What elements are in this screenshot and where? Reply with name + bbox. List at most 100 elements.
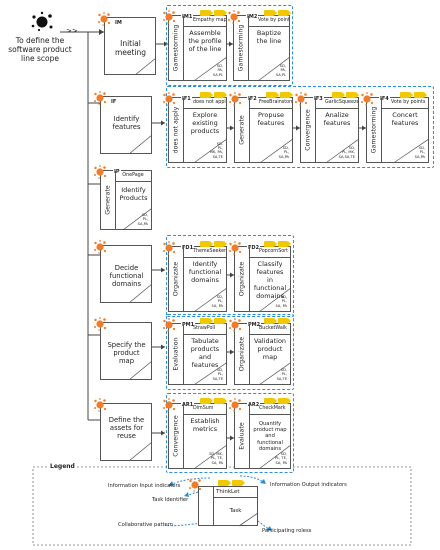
legend-roles-label: Participating roless — [262, 528, 312, 534]
pattern-column: Gamestorming — [367, 98, 382, 162]
task-identify-products[interactable]: IP Generate OnePage Identify Products SD… — [100, 169, 153, 231]
thinklet-id: IF4 — [379, 96, 390, 102]
roles: SD, PL, SA,PA — [414, 146, 425, 159]
pattern-column: Convergence — [169, 404, 184, 468]
group-assets-reuse — [166, 393, 294, 473]
goal-title: To define the software product line scop… — [8, 36, 72, 63]
thinklet-id: FD2 — [247, 245, 261, 251]
thinklet-title: Classify features in functional domains — [253, 260, 287, 300]
pattern-label: Organizate — [238, 336, 246, 372]
thinklet-id: IM1 — [181, 14, 194, 20]
thinklet-id: AR2 — [247, 402, 261, 408]
thinklet-if4[interactable]: IF4 Gamestorming Vote by points Concert … — [366, 96, 430, 164]
pattern-column: Generate — [101, 171, 116, 229]
pattern-column: Evaluate — [235, 404, 250, 468]
output-flag-icon — [278, 318, 291, 324]
output-flag-icon — [278, 398, 291, 404]
thinklet-title: Tabulate products and features — [190, 337, 220, 369]
thinklet-pm2[interactable]: PM2 Organizate BucketWalk Validation pro… — [234, 322, 292, 386]
thinklet-im1[interactable]: IM1 Gamestorming Empathy map Assemble th… — [168, 14, 228, 82]
splat-marker-icon — [163, 318, 176, 332]
thinklet-name: PopcornSort — [249, 247, 290, 258]
thinklet-fd2[interactable]: FD2 Organizate PopcornSort Classify feat… — [234, 245, 292, 313]
thinklet-title: Quantify product map and functional doma… — [253, 421, 287, 452]
output-flag-icon — [214, 318, 227, 324]
roles: SD, PA, SA,PL — [275, 64, 286, 77]
legend-title: Legend — [48, 463, 77, 470]
pattern-label: does not apply — [172, 106, 180, 154]
task-title: Specify the product map — [107, 341, 146, 365]
output-flag-icon — [200, 241, 213, 247]
pattern-column — [199, 487, 214, 525]
thinklet-if2[interactable]: IF2 Generate FreeBrainstorm Propuse feat… — [234, 96, 294, 164]
thinklet-name: ThemeSeeker — [183, 247, 226, 258]
pattern-label: Evaluation — [172, 337, 180, 371]
pattern-column: Generate — [235, 98, 250, 162]
task-specify-product-map[interactable]: Specify the product map — [100, 322, 153, 381]
group-functional-domains — [166, 235, 294, 317]
roles: SD, PL, SA, PA — [211, 295, 224, 308]
task-title: Decide functional domains — [109, 264, 144, 288]
output-flag-icon — [264, 318, 277, 324]
thinklet-title: Establish metrics — [190, 417, 220, 433]
pattern-label: Convergence — [172, 415, 180, 457]
legend-sample-card: ThinkLet Task — [198, 486, 259, 527]
splat-marker-icon — [295, 92, 308, 106]
thinklet-id: IF1 — [181, 96, 192, 102]
thinklet-id: AR1 — [181, 402, 195, 408]
task-title: Initial meeting — [114, 39, 147, 57]
task-identify-features[interactable]: IF Identify features — [100, 96, 153, 155]
thinklet-title: Concert features — [391, 111, 419, 127]
group-initial-meeting — [166, 5, 293, 86]
pattern-column: Organizate — [235, 247, 250, 311]
output-flag-icon — [264, 10, 277, 16]
thinklet-if1[interactable]: IF1 does not apply does not apply Explor… — [168, 96, 228, 164]
task-title: Identify Products — [119, 186, 148, 202]
splat-marker-icon — [94, 398, 107, 412]
pattern-column: Gamestorming — [234, 16, 249, 80]
roles: SD, PL, SA,PA — [137, 213, 148, 226]
output-flag-icon — [214, 92, 227, 98]
output-flag-icon — [414, 92, 427, 98]
splat-marker-icon — [98, 12, 111, 26]
thinklet-pm1[interactable]: PM1 Evaluation StrawPoll Tabulate produc… — [168, 322, 228, 386]
splat-marker-icon — [229, 92, 242, 106]
thinklet-title: Validation product map — [253, 337, 287, 361]
splat-marker-icon — [361, 92, 374, 106]
group-identify-features — [166, 86, 434, 168]
splat-marker-icon — [94, 91, 107, 105]
output-flag-icon — [280, 92, 293, 98]
task-title: Define the assets for reuse — [108, 416, 145, 440]
group-product-map — [166, 314, 294, 390]
task-decide-functional-domains[interactable]: Decide functional domains — [100, 245, 153, 304]
thinklet-id: IF3 — [313, 96, 324, 102]
roles: SD, MK, PL, TE, SA, PA — [209, 452, 223, 465]
task-title: Identify features — [112, 115, 141, 131]
splat-marker-icon — [94, 240, 107, 254]
output-flag-icon — [346, 92, 359, 98]
thinklet-title: Baptize the line — [256, 29, 282, 45]
output-flag-icon — [278, 10, 291, 16]
thinklet-id: PM2 — [247, 322, 262, 328]
thinklet-id: PM1 — [181, 322, 196, 328]
legend-thinklet: ThinkLet — [213, 487, 257, 498]
thinklet-ar2[interactable]: AR2 Evaluate CheckMark Quantify product … — [234, 402, 292, 470]
thinklet-id: FD1 — [181, 245, 195, 251]
thinklet-name: does not apply — [183, 98, 226, 109]
output-flag-icon — [200, 318, 213, 324]
thinklet-if3[interactable]: IF3 Convergence GarlicSqueezer Analize f… — [300, 96, 360, 164]
roles: SD, PL, TE, SA, PA — [274, 452, 287, 465]
thinklet-title: Analize features — [323, 111, 351, 127]
thinklet-name: GarlicSqueezer — [315, 98, 358, 109]
thinklet-ar1[interactable]: AR1 Convergence DimSum Establish metrics… — [168, 402, 228, 470]
thinklet-im2[interactable]: IM2 Gamestorming Vote by points Baptize … — [233, 14, 291, 82]
roles: SD, PL, MK, PA, SA,TE — [209, 141, 223, 159]
thinklet-fd1[interactable]: FD1 Organizate ThemeSeeker Identify func… — [168, 245, 228, 313]
splat-marker-icon — [163, 241, 176, 255]
output-flag-icon — [200, 398, 213, 404]
task-initial-meeting[interactable]: IM Initial meeting — [104, 17, 157, 76]
goal-splat-icon — [31, 11, 53, 32]
output-flag-icon — [214, 10, 227, 16]
roles: SD, PL, SA,TE — [212, 368, 223, 381]
task-define-assets[interactable]: Define the assets for reuse — [100, 403, 153, 462]
